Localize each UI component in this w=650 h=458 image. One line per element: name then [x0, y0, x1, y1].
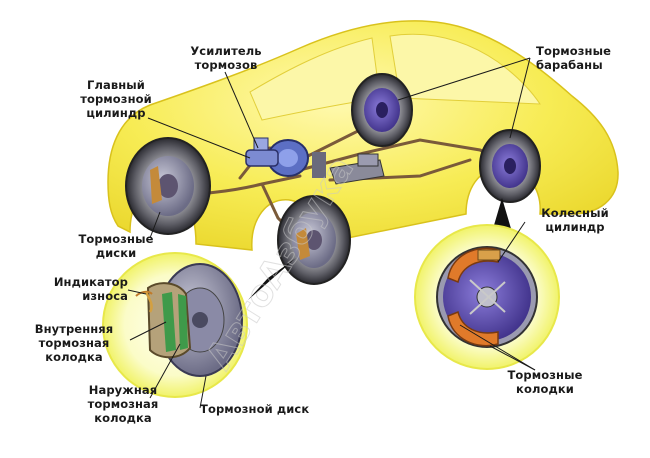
car-window-front [249, 37, 381, 121]
brake-disc-label: Тормозной диск [200, 402, 310, 416]
wear-indicator-label: Индикатор износа [53, 275, 128, 303]
drum-brake-detail [414, 224, 560, 370]
wheel-front-left [125, 137, 211, 235]
booster-label: Усилитель тормозов [190, 44, 262, 72]
wheel-front-right [277, 195, 351, 285]
callout-wedge-disc [248, 258, 296, 300]
brake-drums-label: Тормозные барабаны [536, 44, 612, 72]
booster-unit [245, 137, 385, 185]
brake-shoes-label: Тормозные колодки [507, 368, 583, 396]
car-window-rear [389, 33, 541, 105]
wheel-cylinder-label: Колесный цилиндр [541, 206, 609, 234]
brake-discs-label: Тормозные диски [78, 232, 154, 260]
inner-pad-label: Внутренняя тормозная колодка [34, 322, 114, 364]
wheel-rear-right [479, 129, 541, 203]
leader-lines [127, 57, 536, 409]
callout-wedge-drum [492, 198, 512, 232]
outer-pad-label: Наружная тормозная колодка [87, 383, 159, 425]
disc-brake-detail [102, 252, 248, 398]
wheel-rear-left [351, 73, 413, 147]
master-cylinder-label: Главный тормозной цилиндр [80, 78, 152, 120]
